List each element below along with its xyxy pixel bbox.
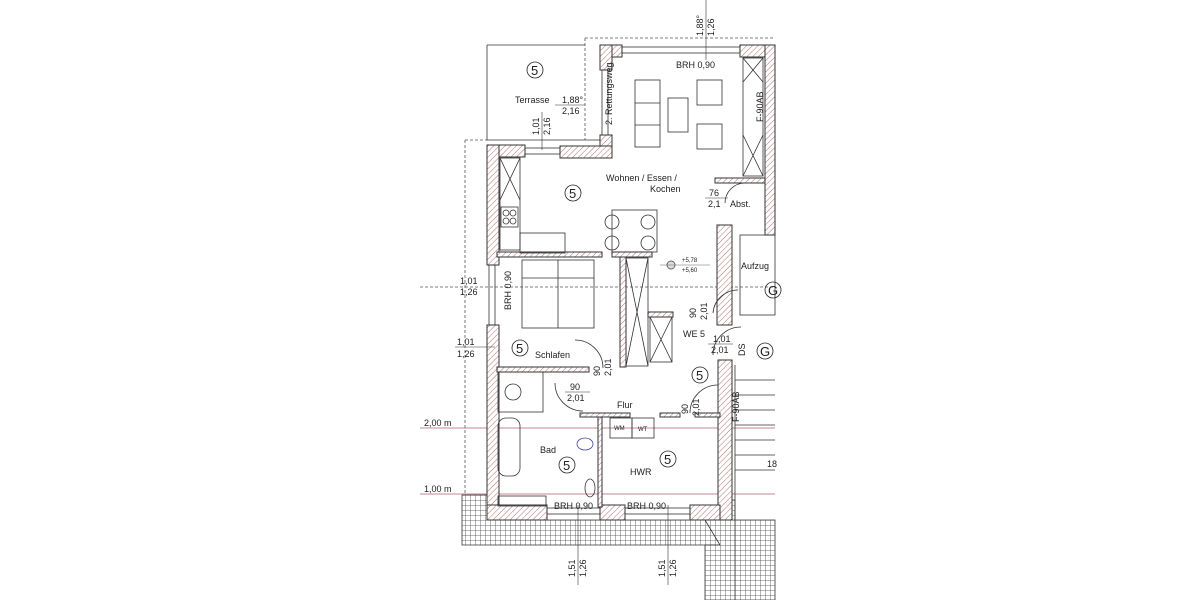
left-outline: [464, 139, 487, 495]
stair-steps: 18: [767, 459, 777, 469]
svg-text:2,16: 2,16: [542, 117, 552, 135]
walls: [486, 44, 776, 521]
room-name-bath: Bad: [540, 445, 556, 455]
room-name-terrace: Terrasse: [515, 95, 550, 105]
fire-rating-stairs: F-90AB: [731, 391, 741, 422]
parapet-bedroom: BRH 0,90: [503, 271, 513, 310]
washer-label: WM: [614, 426, 625, 432]
svg-text:90: 90: [570, 382, 580, 392]
furniture: [497, 57, 776, 600]
svg-text:1,01: 1,01: [457, 337, 475, 347]
upper-outline: [584, 37, 775, 140]
level-marker: +5,78 +5,60: [660, 258, 710, 274]
room-name-living: Wohnen / Essen /: [606, 173, 677, 183]
svg-text:1,88°: 1,88°: [695, 14, 705, 36]
windows: [488, 46, 741, 515]
room-number-bedroom: 5: [516, 341, 523, 356]
svg-text:90: 90: [592, 366, 602, 376]
height-1m: 1,00 m: [424, 484, 452, 494]
parapet-bath: BRH 0,90: [554, 501, 593, 511]
svg-text:2,01: 2,01: [567, 393, 585, 403]
door-suffix: DS: [737, 343, 747, 356]
level-bottom: +5,60: [682, 268, 698, 274]
svg-text:1,01: 1,01: [460, 276, 478, 286]
fire-rating-top: F-90AB: [755, 91, 765, 122]
svg-text:1,26: 1,26: [706, 18, 716, 36]
room-number-common-2: G: [768, 283, 778, 298]
room-name-living-2: Kochen: [650, 184, 681, 194]
terrace-dim-bottom: 2,16: [562, 106, 580, 116]
room-numbers: [511, 61, 782, 474]
height-2m: 2,00 m: [424, 418, 452, 428]
parapet-living: BRH 0,90: [676, 60, 715, 70]
room-name-utility: HWR: [630, 467, 652, 477]
svg-text:2,01: 2,01: [711, 345, 729, 355]
svg-text:1,51: 1,51: [567, 559, 577, 577]
level-top: +5,78: [682, 258, 698, 264]
dimensions: 1,88° 1,26 1,01 2,16 1,01 1,26 1,01 1,26…: [455, 0, 733, 585]
storage-dim-top: 76: [709, 188, 719, 198]
escape-route-label: 2. Rettungsweg: [604, 62, 614, 125]
unit-label: WE 5: [683, 329, 705, 339]
svg-text:1,26: 1,26: [460, 287, 478, 297]
svg-text:1,01: 1,01: [713, 334, 731, 344]
room-number-living: 5: [569, 186, 576, 201]
room-number-terrace: 5: [531, 63, 538, 78]
terrace-dim-top: 1,88°: [562, 95, 584, 105]
room-name-bedroom: Schlafen: [535, 350, 570, 360]
svg-text:1,26: 1,26: [457, 349, 475, 359]
room-number-hall: 5: [696, 368, 703, 383]
room-name-hall: Flur: [617, 400, 633, 410]
svg-text:1,01: 1,01: [531, 117, 541, 135]
svg-text:2,01: 2,01: [603, 358, 613, 376]
svg-text:90: 90: [688, 308, 698, 318]
storage-dim-bottom: 2,1: [708, 199, 721, 209]
svg-text:2,01: 2,01: [699, 302, 709, 320]
room-number-common: G: [760, 344, 770, 359]
room-number-bath: 5: [563, 458, 570, 473]
room-number-utility: 5: [664, 452, 671, 467]
roof-tiles-right: [704, 519, 776, 600]
svg-text:1,26: 1,26: [668, 559, 678, 577]
terrace-boundary: [486, 44, 600, 141]
door-swings: [554, 182, 746, 414]
room-name-storage: Abst.: [730, 199, 751, 209]
dryer-label: WT: [638, 427, 648, 433]
parapet-utility: BRH 0,90: [627, 501, 666, 511]
svg-text:90: 90: [680, 404, 690, 414]
svg-text:2,01: 2,01: [691, 398, 701, 416]
room-name-elevator: Aufzug: [741, 261, 769, 271]
svg-text:1,26: 1,26: [578, 559, 588, 577]
svg-text:1,51: 1,51: [657, 559, 667, 577]
